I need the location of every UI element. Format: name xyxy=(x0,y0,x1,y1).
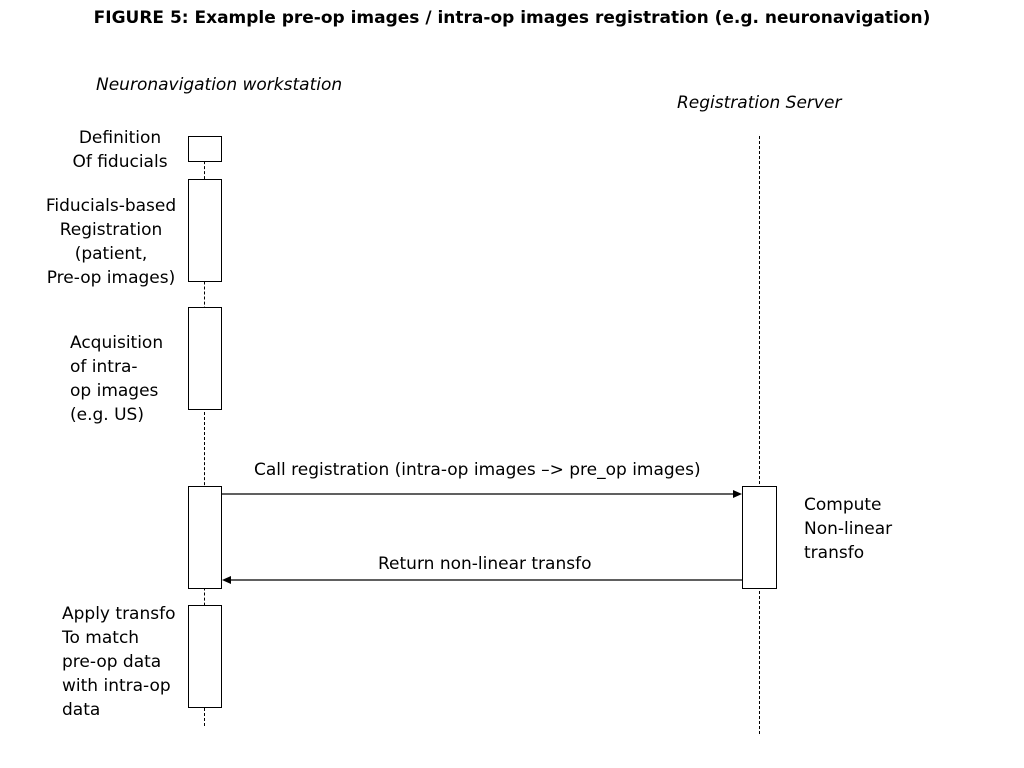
call-activation-box xyxy=(188,486,222,589)
definition-label: Definition Of fiducials xyxy=(70,126,170,174)
compute-line-2: Non-linear xyxy=(804,519,893,539)
definition-activation-box xyxy=(188,136,222,162)
workstation-lifeline xyxy=(204,136,205,726)
acquisition-activation-box xyxy=(188,307,222,410)
acquisition-line-1: Acquisition xyxy=(70,333,164,353)
fiducial-registration-line-2: Registration xyxy=(59,220,163,240)
apply-label: Apply transfo To match pre-op data with … xyxy=(62,602,186,722)
return-arrowhead xyxy=(222,576,231,584)
call-arrowhead xyxy=(733,490,742,498)
acquisition-line-3: op images xyxy=(70,381,159,401)
figure-title: FIGURE 5: Example pre-op images / intra-… xyxy=(93,8,931,28)
server-lifeline-title: Registration Server xyxy=(677,93,842,113)
acquisition-line-4: (e.g. US) xyxy=(70,405,144,425)
acquisition-line-2: of intra- xyxy=(70,357,138,377)
server-activation-box xyxy=(742,486,777,589)
apply-activation-box xyxy=(188,605,222,708)
registration-activation-box xyxy=(188,179,222,282)
fiducial-registration-label: Fiducials-based Registration (patient, P… xyxy=(38,194,184,290)
apply-line-1: Apply transfo xyxy=(62,604,176,624)
fiducial-registration-line-3: (patient, xyxy=(74,244,148,264)
acquisition-label: Acquisition of intra- op images (e.g. US… xyxy=(70,331,180,427)
workstation-lifeline-title: Neuronavigation workstation xyxy=(96,75,343,95)
definition-line-1: Definition xyxy=(78,128,162,148)
apply-line-4: with intra-op xyxy=(62,676,171,696)
definition-line-2: Of fiducials xyxy=(72,152,168,172)
apply-line-5: data xyxy=(62,700,101,720)
compute-line-1: Compute xyxy=(804,495,882,515)
fiducial-registration-line-4: Pre-op images) xyxy=(46,268,176,288)
fiducial-registration-line-1: Fiducials-based xyxy=(45,196,177,216)
compute-line-3: transfo xyxy=(804,543,865,563)
apply-line-3: pre-op data xyxy=(62,652,162,672)
apply-line-2: To match xyxy=(62,628,140,648)
call-message-label: Call registration (intra-op images –> pr… xyxy=(254,460,701,480)
server-lifeline xyxy=(759,136,760,734)
return-message-label: Return non-linear transfo xyxy=(378,554,592,574)
compute-label: Compute Non-linear transfo xyxy=(804,493,914,565)
